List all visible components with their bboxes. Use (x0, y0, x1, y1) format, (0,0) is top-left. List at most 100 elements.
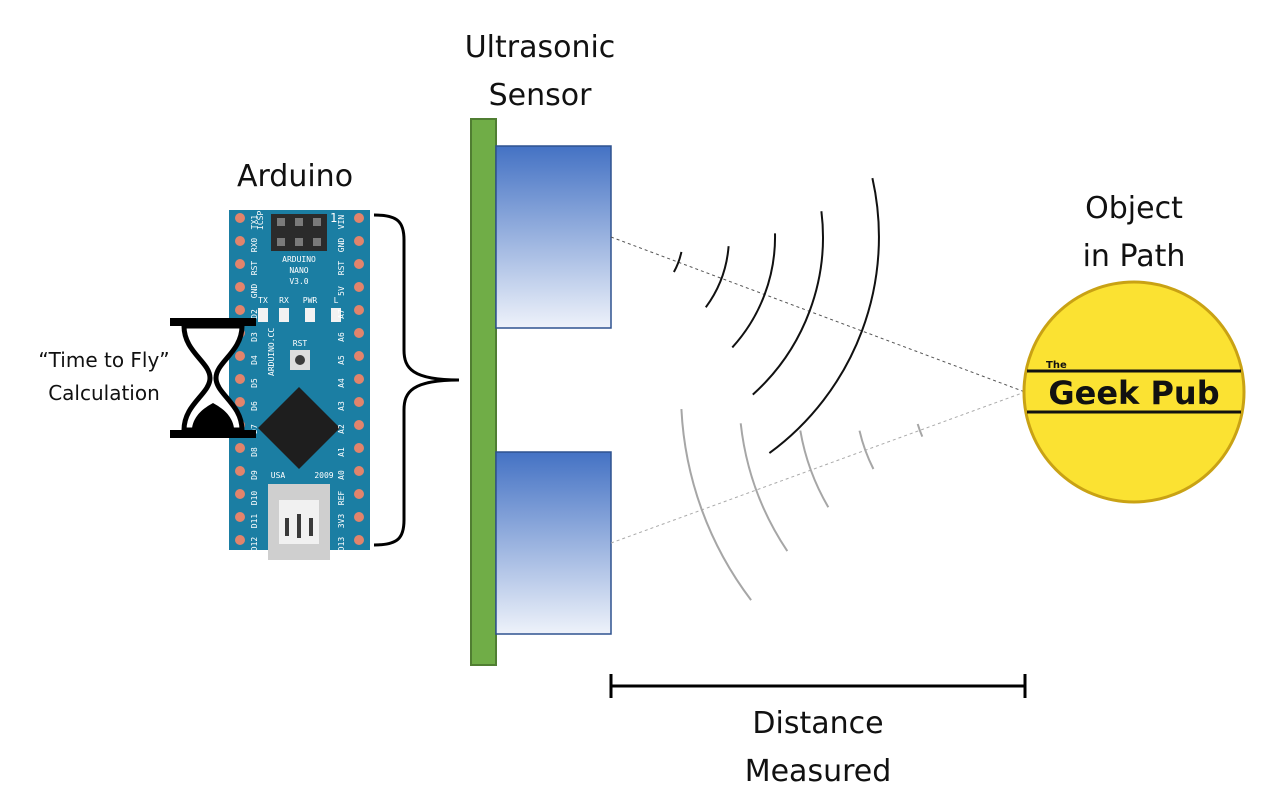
transducer-emitter (495, 145, 612, 329)
distance-label-line1: Distance (752, 706, 883, 741)
led-rx-label: RX (279, 296, 289, 305)
pin-hole (354, 397, 364, 407)
hourglass-glass (181, 323, 245, 433)
pin-hole (354, 466, 364, 476)
outgoing-path (610, 236, 1026, 393)
pin-hole (235, 443, 245, 453)
sound-wave (731, 233, 777, 349)
sound-wave (704, 246, 730, 308)
led-tx-label: TX (258, 296, 268, 305)
microcontroller-chip (258, 387, 340, 469)
bracket (373, 213, 460, 547)
sound-wave (673, 251, 683, 273)
pin-label: RST (337, 261, 346, 276)
pin-label: D8 (250, 447, 259, 457)
usa-text: USA (271, 471, 286, 480)
echo-wave (739, 423, 789, 552)
pin-hole (235, 282, 245, 292)
pin-label: D4 (250, 355, 259, 365)
pin-label: A6 (337, 332, 346, 342)
echo-wave (858, 430, 875, 470)
object-in-path (1022, 280, 1246, 504)
pin-label: A4 (337, 378, 346, 388)
pin-hole (235, 351, 245, 361)
usb-contacts (285, 514, 313, 538)
pin-hole (235, 374, 245, 384)
hourglass-top-bar (170, 318, 256, 326)
pin-label: A0 (337, 470, 346, 480)
ultrasonic-label-line2: Sensor (489, 78, 592, 113)
arduino-nano-board: ICSP 1 ARDUINO NANO V3.0 TX RX PWR L RST… (229, 210, 370, 560)
object-label-line2: in Path (1083, 239, 1186, 274)
pin-hole (354, 236, 364, 246)
icsp-text: ICSP (256, 211, 265, 230)
echo-wave (916, 423, 924, 437)
pin-hole (235, 535, 245, 545)
pin-label: REF (337, 491, 346, 506)
hourglass-icon (170, 318, 256, 438)
pin-hole (354, 328, 364, 338)
arduino-label: Arduino (237, 159, 353, 194)
pin-label: A3 (337, 401, 346, 411)
distance-bar (609, 674, 1027, 698)
pin-label: D3 (250, 332, 259, 342)
pin-label: D6 (250, 401, 259, 411)
year-text: 2009 (314, 471, 333, 480)
pin-label: D12 (250, 537, 259, 552)
pin-hole (354, 420, 364, 430)
pin-hole (235, 489, 245, 499)
pin-label: GND (250, 284, 259, 299)
pin-hole (354, 489, 364, 499)
pin-label: GND (337, 238, 346, 253)
pin-label: D5 (250, 378, 259, 388)
pin-label: D13 (337, 537, 346, 552)
leds (258, 308, 341, 322)
sound-wave (768, 177, 880, 454)
pin-label: D9 (250, 470, 259, 480)
pin-hole (354, 535, 364, 545)
pin-hole (235, 305, 245, 315)
sound-wave (752, 211, 824, 396)
object-label-line1: Object (1085, 191, 1183, 226)
return-path (610, 391, 1026, 544)
pin-label: D2 (250, 309, 259, 319)
icsp-pins (277, 218, 321, 246)
board-name-2: NANO (289, 266, 308, 275)
pin-hole (235, 213, 245, 223)
ultrasonic-label-line1: Ultrasonic (465, 30, 616, 65)
pin-label: VIN (337, 215, 346, 230)
rst-label: RST (293, 339, 308, 348)
board-name-3: V3.0 (289, 277, 308, 286)
echo-wave (799, 430, 830, 508)
transducer-receiver (495, 451, 612, 635)
logo-the: The (1046, 360, 1067, 371)
brand-text: ARDUINO.CC (267, 328, 276, 376)
pin-hole (354, 259, 364, 269)
hourglass-sand (192, 403, 234, 428)
pin-hole (354, 282, 364, 292)
pin-label: 3V3 (337, 514, 346, 529)
pin-hole (354, 305, 364, 315)
pin-label: D10 (250, 491, 259, 506)
sensor-mount-board (470, 118, 497, 666)
pin-label: 5V (337, 286, 346, 296)
pin-label: D7 (250, 424, 259, 434)
distance-label-line2: Measured (745, 754, 892, 789)
pin-label: RST (250, 261, 259, 276)
echo-wave (680, 409, 752, 601)
pin-label: RX0 (250, 238, 259, 253)
pin-label: A7 (337, 309, 346, 319)
pin-label: A1 (337, 447, 346, 457)
returning-waves (680, 409, 924, 601)
pin-label: TX1 (250, 215, 259, 230)
pin-hole (235, 466, 245, 476)
pin-hole (354, 443, 364, 453)
pin-hole (354, 351, 364, 361)
reset-button-cap (295, 355, 305, 365)
pin-hole (354, 374, 364, 384)
board-name-1: ARDUINO (282, 255, 316, 264)
pin-label: D11 (250, 514, 259, 529)
